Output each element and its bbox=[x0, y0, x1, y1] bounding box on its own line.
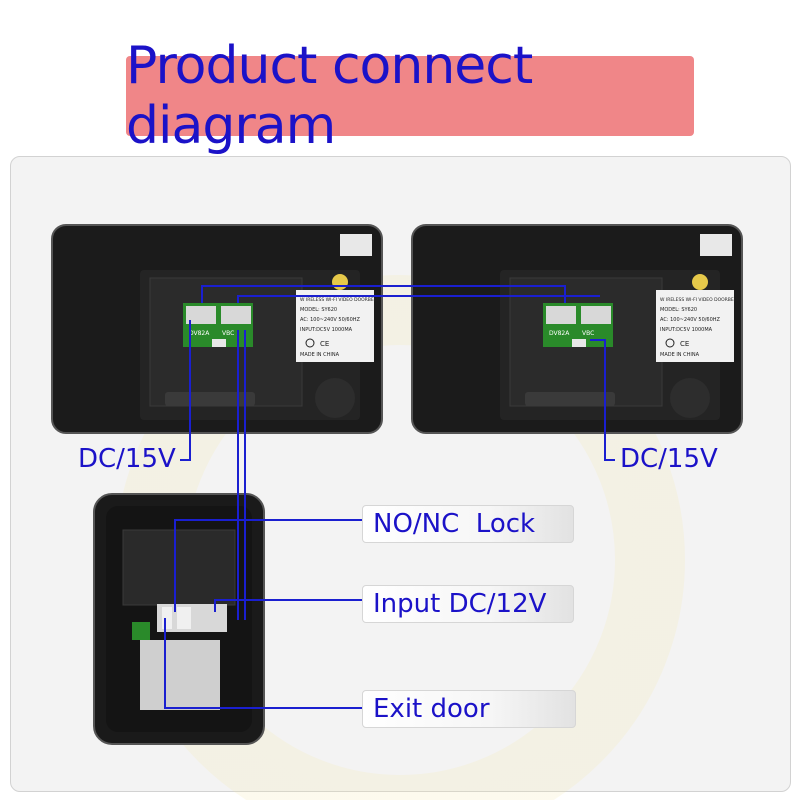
sticker-line: INPUT:DC5V 1000MA bbox=[660, 327, 713, 333]
dc-label-right: DC/15V bbox=[620, 444, 718, 474]
sticker-line: W IRELESS WI-FI VIDEO DOORBELL bbox=[660, 297, 739, 303]
wire-exit bbox=[164, 618, 362, 709]
sticker-line: MADE IN CHINA bbox=[660, 352, 700, 358]
serial-sticker bbox=[700, 234, 732, 256]
svg-text:CE: CE bbox=[680, 340, 689, 348]
monitor-right: DV82A VBC W IRELESS WI-FI VIDEO DOORBELL… bbox=[411, 224, 743, 434]
monitor-left: DV82A VBC W IRELESS WI-FI VIDEO DOORBELL… bbox=[51, 224, 383, 434]
callout-lock: NO/NC Lock bbox=[362, 505, 574, 543]
callout-lock-text: NO/NC Lock bbox=[373, 509, 536, 539]
door-camera bbox=[93, 493, 265, 745]
port-label-a: DV82A bbox=[189, 330, 210, 337]
serial-sticker bbox=[340, 234, 372, 256]
sticker-line: AC: 100~240V 50/60HZ bbox=[300, 317, 361, 323]
spec-sticker bbox=[296, 290, 374, 362]
sticker-line: MODEL: SY620 bbox=[660, 307, 697, 313]
svg-text:CE: CE bbox=[320, 340, 329, 348]
wire-input bbox=[214, 599, 362, 612]
speaker-grille bbox=[315, 378, 355, 418]
sticker-line: MADE IN CHINA bbox=[300, 352, 340, 358]
callout-input-text: Input DC/12V bbox=[373, 589, 547, 619]
sticker-line: INPUT:DC5V 1000MA bbox=[300, 327, 353, 333]
spec-sticker bbox=[656, 290, 734, 362]
port-label-b: VBC bbox=[582, 330, 594, 337]
wire-lock bbox=[174, 519, 362, 612]
port-label-b: VBC bbox=[222, 330, 234, 337]
dc-label-left: DC/15V bbox=[78, 444, 176, 474]
callout-exit: Exit door bbox=[362, 690, 576, 728]
sticker-line: MODEL: SY620 bbox=[300, 307, 337, 313]
wiring bbox=[164, 285, 615, 709]
title-banner: Product connect diagram bbox=[126, 36, 694, 156]
callout-input: Input DC/12V bbox=[362, 585, 574, 623]
callout-exit-text: Exit door bbox=[373, 694, 490, 724]
speaker-grille bbox=[670, 378, 710, 418]
camera-info-label bbox=[140, 640, 220, 710]
page-title: Product connect diagram bbox=[126, 36, 533, 156]
warning-sticker bbox=[332, 274, 348, 290]
wire-monitor-bridge-2 bbox=[237, 295, 600, 303]
port-label-a: DV82A bbox=[549, 330, 570, 337]
sticker-line: W IRELESS WI-FI VIDEO DOORBELL bbox=[300, 297, 379, 303]
warning-sticker bbox=[692, 274, 708, 290]
wire-dc-left bbox=[180, 320, 191, 461]
wire-monitor-bridge bbox=[201, 285, 566, 303]
wire-dc-right bbox=[590, 339, 615, 461]
sticker-line: AC: 100~240V 50/60HZ bbox=[660, 317, 721, 323]
